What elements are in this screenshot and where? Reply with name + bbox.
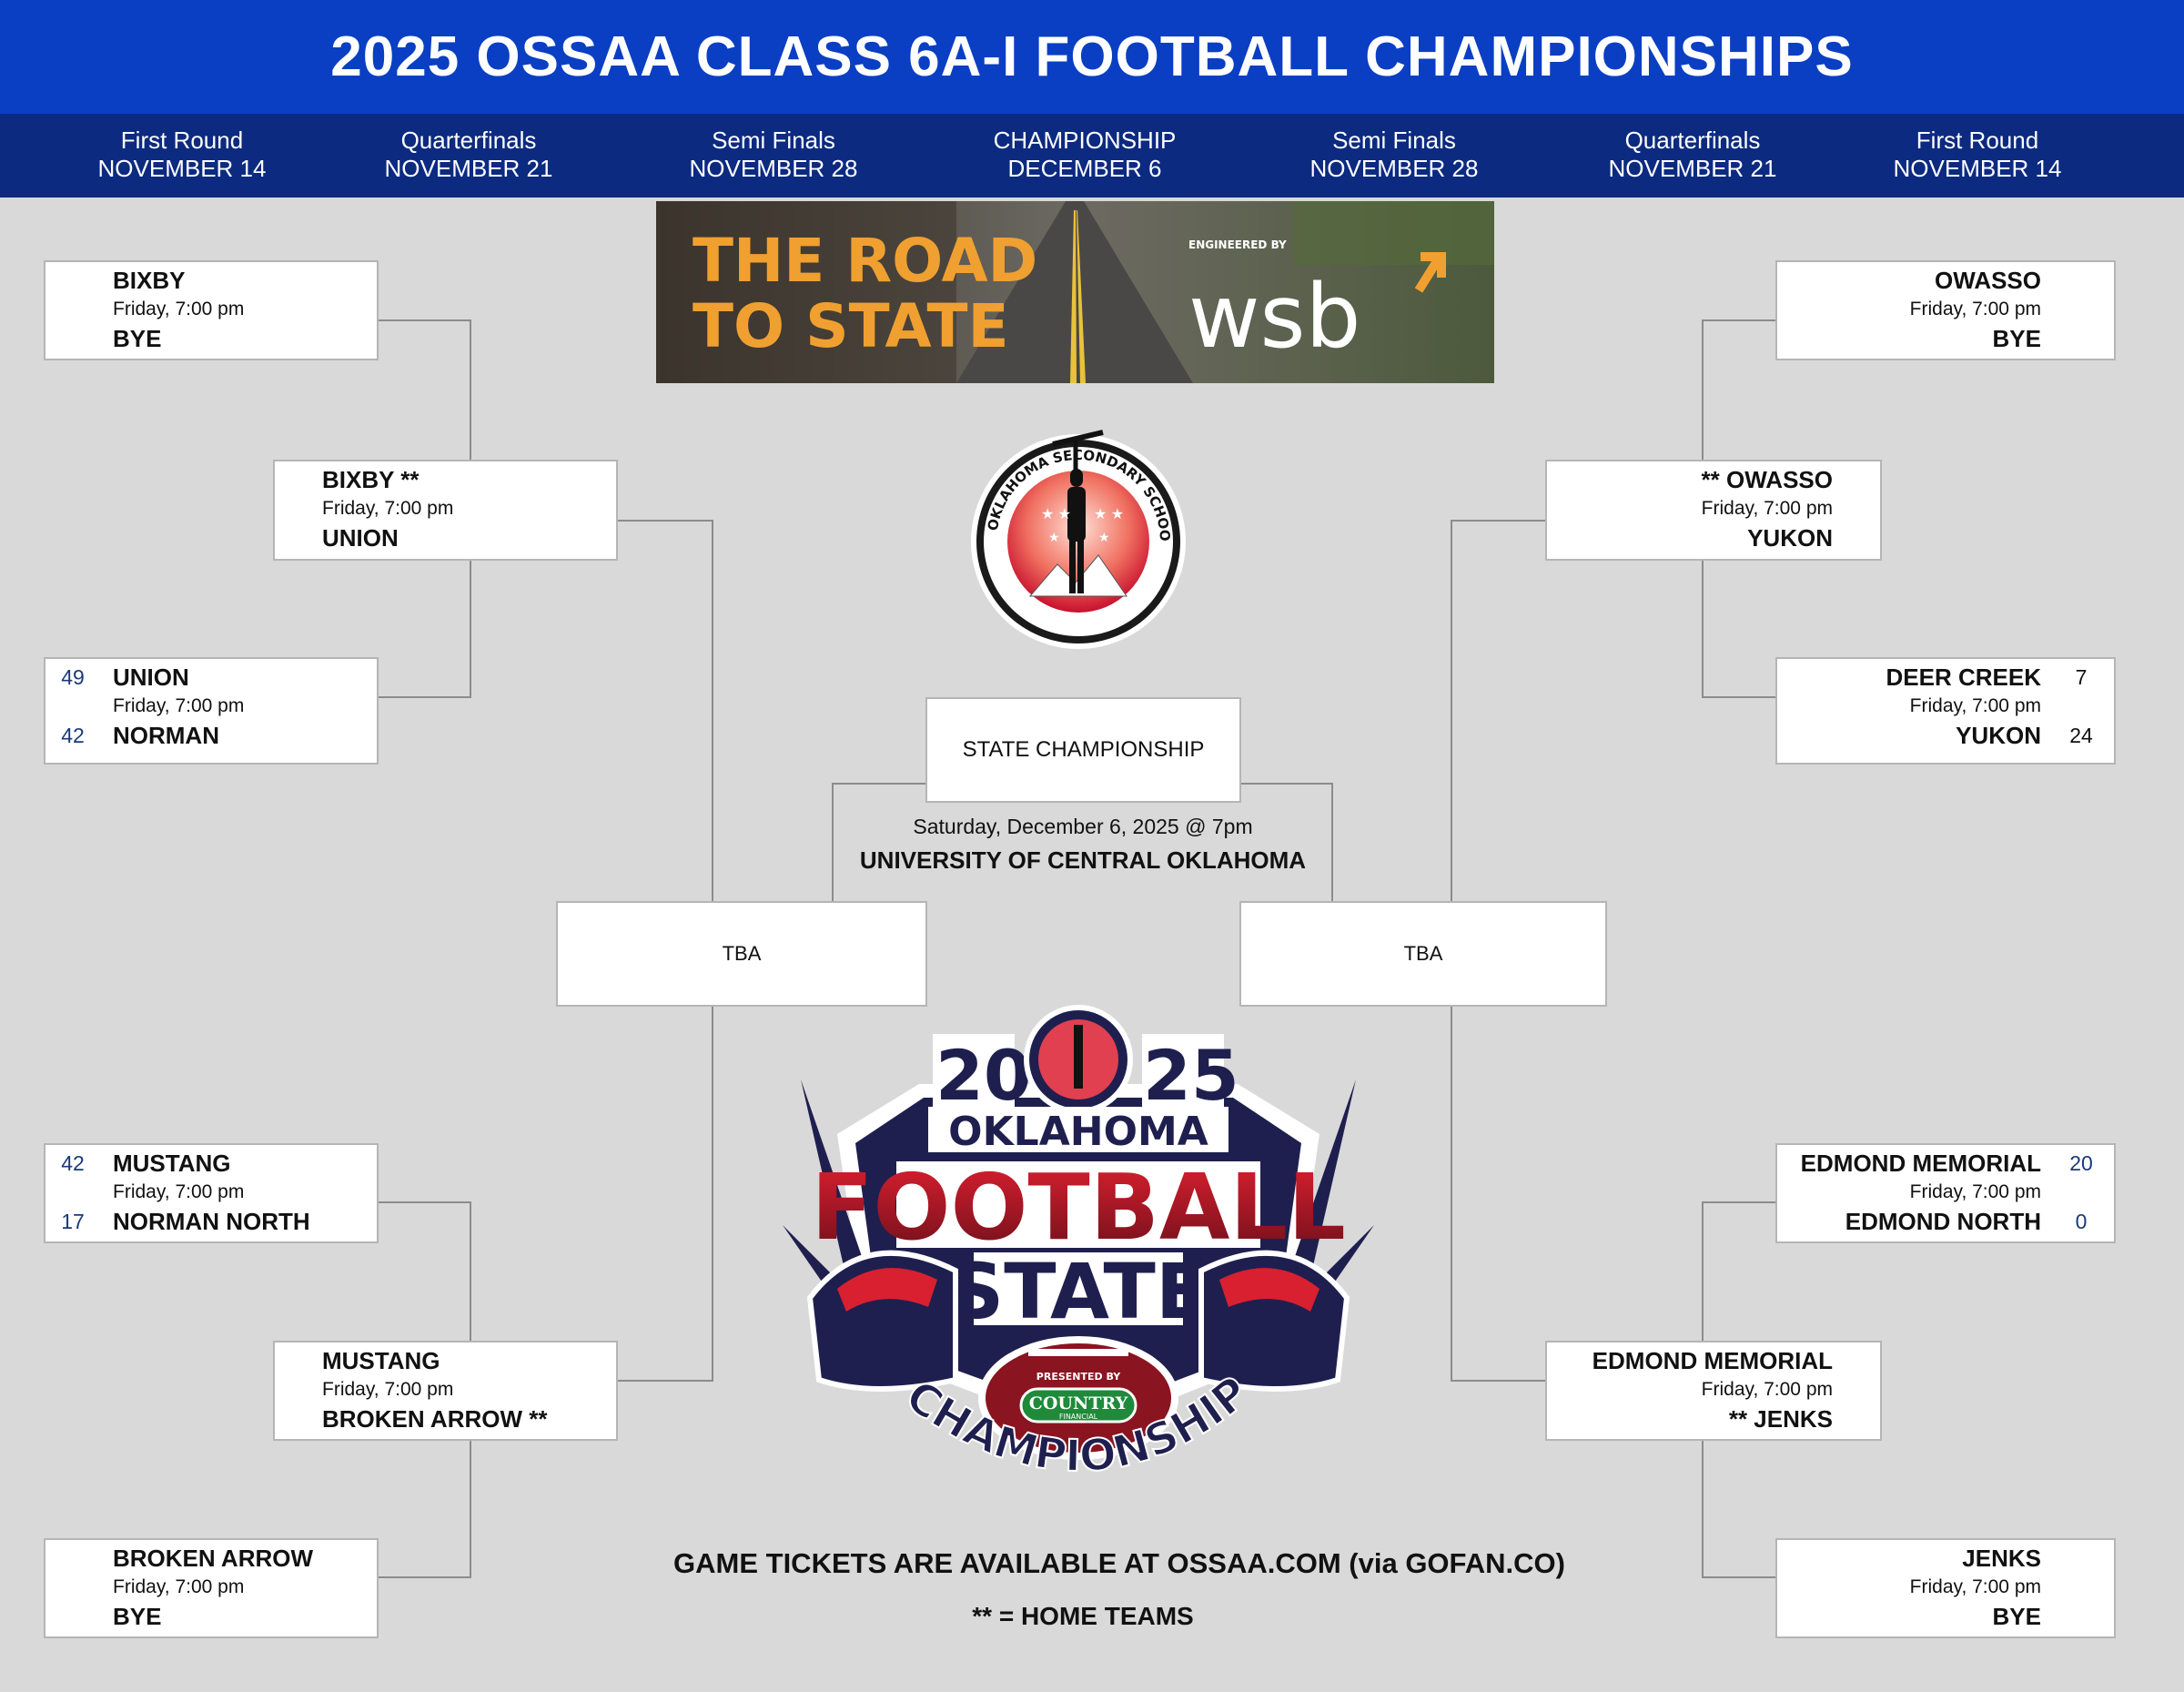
game-time: Friday, 7:00 pm <box>1909 695 2041 716</box>
score-team1: 7 <box>2075 665 2088 689</box>
semifinal-left-tba[interactable]: TBA <box>556 901 927 1007</box>
score-team1: 42 <box>61 1151 85 1175</box>
game-time: Friday, 7:00 pm <box>113 299 245 319</box>
team2-name: BYE <box>113 325 162 352</box>
matchup-right-r1-1[interactable]: OWASSO Friday, 7:00 pm BYE <box>1775 260 2116 360</box>
svg-text:★ ★: ★ ★ <box>1041 507 1071 522</box>
semifinal-right-tba[interactable]: TBA <box>1239 901 1607 1007</box>
team2-name: BYE <box>113 1603 162 1630</box>
svg-text:★: ★ <box>1048 530 1060 544</box>
team2-name: YUKON <box>1956 722 2041 749</box>
team1-name: ** OWASSO <box>1701 466 1833 493</box>
team1-name: BIXBY <box>113 267 186 294</box>
matchup-left-qf-1[interactable]: BIXBY ** Friday, 7:00 pm UNION <box>273 460 618 561</box>
score-team2: 42 <box>61 724 85 747</box>
team2-name: BROKEN ARROW ** <box>322 1405 548 1433</box>
game-time: Friday, 7:00 pm <box>1909 299 2041 319</box>
score-team1: 49 <box>61 665 85 689</box>
road-to-state-banner[interactable]: THE ROAD TO STATE ENGINEERED BY wsb <box>656 201 1494 383</box>
matchup-right-r1-4[interactable]: JENKS Friday, 7:00 pm BYE <box>1775 1538 2116 1638</box>
team2-name: NORMAN <box>113 722 219 749</box>
team1-name: MUSTANG <box>113 1150 231 1177</box>
team1-name: JENKS <box>1962 1545 2041 1572</box>
ossaa-seal-icon: OKLAHOMA SECONDARY SCHOOL ACTIVITIES ASS… <box>966 419 1186 649</box>
team1-name: EDMOND MEMORIAL <box>1800 1150 2041 1177</box>
logo-sponsor: COUNTRY <box>1029 1393 1128 1413</box>
team2-name: ** JENKS <box>1728 1405 1833 1433</box>
helmet-icon <box>1198 1250 1350 1392</box>
logo-sponsor-sub: FINANCIAL <box>1059 1413 1098 1421</box>
matchup-right-r1-3[interactable]: EDMOND MEMORIAL 20 Friday, 7:00 pm EDMON… <box>1775 1143 2116 1243</box>
team2-name: NORMAN NORTH <box>113 1208 310 1235</box>
game-time: Friday, 7:00 pm <box>322 498 454 519</box>
team2-name: BYE <box>1992 1603 2041 1630</box>
team1-name: OWASSO <box>1934 267 2041 294</box>
matchup-left-r1-2[interactable]: 49 UNION Friday, 7:00 pm 42 NORMAN <box>44 657 379 765</box>
score-team1: 20 <box>2069 1151 2093 1175</box>
matchup-right-qf-1[interactable]: ** OWASSO Friday, 7:00 pm YUKON <box>1545 460 1882 561</box>
svg-text:★: ★ <box>1098 530 1110 544</box>
banner-line2: TO STATE <box>693 291 1009 361</box>
logo-line1: FOOTBALL <box>811 1154 1346 1261</box>
team1-name: DEER CREEK <box>1886 664 2041 691</box>
game-time: Friday, 7:00 pm <box>113 1576 245 1597</box>
game-time: Friday, 7:00 pm <box>1909 1576 2041 1597</box>
team2-name: BYE <box>1992 325 2041 352</box>
helmet-icon <box>806 1250 958 1392</box>
banner-line1: THE ROAD <box>693 226 1037 296</box>
score-team2: 24 <box>2069 724 2093 747</box>
game-time: Friday, 7:00 pm <box>113 695 245 716</box>
matchup-right-qf-2[interactable]: EDMOND MEMORIAL Friday, 7:00 pm ** JENKS <box>1545 1341 1882 1441</box>
team1-name: UNION <box>113 664 189 691</box>
page-title: 2025 OSSAA CLASS 6A-I FOOTBALL CHAMPIONS… <box>0 0 2184 114</box>
score-team2: 17 <box>61 1210 85 1233</box>
team2-name: YUKON <box>1747 524 1833 552</box>
game-time: Friday, 7:00 pm <box>1701 1379 1833 1400</box>
score-team2: 0 <box>2075 1210 2088 1233</box>
game-time: Friday, 7:00 pm <box>322 1379 454 1400</box>
championship-venue: UNIVERSITY OF CENTRAL OKLAHOMA <box>859 846 1307 874</box>
logo-state: OKLAHOMA <box>948 1109 1208 1155</box>
home-teams-legend: ** = HOME TEAMS <box>972 1602 1194 1630</box>
matchup-left-r1-1[interactable]: BIXBY Friday, 7:00 pm BYE <box>44 260 379 360</box>
game-time: Friday, 7:00 pm <box>113 1181 245 1202</box>
matchup-left-qf-2[interactable]: MUSTANG Friday, 7:00 pm BROKEN ARROW ** <box>273 1341 618 1441</box>
logo-presented-by: PRESENTED BY <box>1036 1371 1121 1383</box>
team1-name: MUSTANG <box>322 1347 440 1374</box>
svg-text:★ ★: ★ ★ <box>1094 507 1124 522</box>
matchup-left-r1-4[interactable]: BROKEN ARROW Friday, 7:00 pm BYE <box>44 1538 379 1638</box>
matchup-right-r1-2[interactable]: DEER CREEK 7 Friday, 7:00 pm YUKON 24 <box>1775 657 2116 765</box>
football-state-logo-icon: 20 25 OKLAHOMA FOOTBALL STATE PRESENTED … <box>783 998 1374 1484</box>
team1-name: BIXBY ** <box>322 466 420 493</box>
team2-name: UNION <box>322 524 399 552</box>
championship-datetime: Saturday, December 6, 2025 @ 7pm <box>913 815 1253 838</box>
banner-engineered-by: ENGINEERED BY <box>1188 238 1287 251</box>
matchup-left-r1-3[interactable]: 42 MUSTANG Friday, 7:00 pm 17 NORMAN NOR… <box>44 1143 379 1243</box>
game-time: Friday, 7:00 pm <box>1909 1181 2041 1202</box>
team1-name: EDMOND MEMORIAL <box>1592 1347 1833 1374</box>
logo-year-right: 25 <box>1143 1035 1239 1116</box>
wsb-logo-icon: wsb <box>1188 266 1360 368</box>
logo-line2: STATE <box>949 1247 1208 1336</box>
state-championship-box[interactable]: STATE CHAMPIONSHIP <box>925 697 1241 803</box>
team2-name: EDMOND NORTH <box>1845 1208 2041 1235</box>
tickets-notice: GAME TICKETS ARE AVAILABLE AT OSSAA.COM … <box>673 1547 1565 1579</box>
game-time: Friday, 7:00 pm <box>1701 498 1833 519</box>
logo-year-left: 20 <box>935 1035 1032 1116</box>
team1-name: BROKEN ARROW <box>113 1545 314 1572</box>
